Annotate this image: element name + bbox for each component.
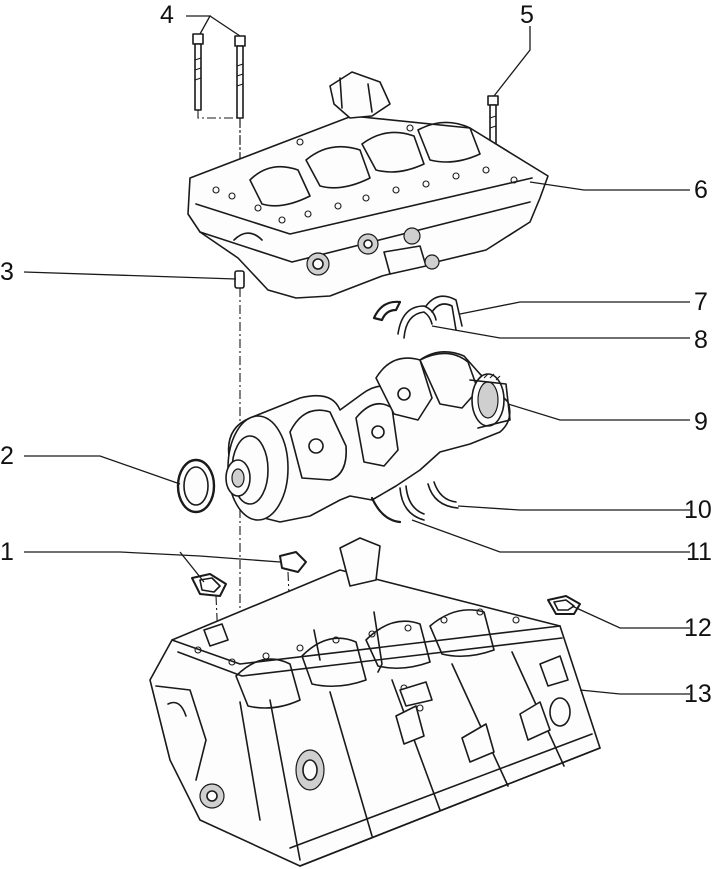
callout-3: 3 [0, 258, 14, 286]
crankshaft [225, 351, 511, 523]
callout-4: 4 [160, 1, 174, 29]
gasket-left [191, 573, 227, 597]
callout-9: 9 [694, 408, 708, 436]
callout-7: 7 [694, 288, 708, 316]
single-bolt [487, 95, 499, 146]
leader-lines [23, 15, 690, 695]
callout-5: 5 [520, 1, 534, 29]
callout-13: 13 [684, 680, 712, 708]
dowel-pin [234, 270, 245, 289]
callout-10: 10 [684, 496, 712, 524]
bolt-pair [192, 33, 246, 119]
gasket-middle [279, 551, 307, 573]
callout-8: 8 [694, 326, 708, 354]
upper-crankcase-part [187, 71, 549, 299]
gasket-right [547, 595, 581, 615]
oil-seal [176, 458, 216, 514]
callout-12: 12 [684, 614, 712, 642]
callout-6: 6 [694, 176, 708, 204]
lower-bearing-shells [370, 481, 459, 524]
callout-11: 11 [686, 538, 712, 566]
callout-1: 1 [0, 538, 14, 566]
cylinder-block [149, 537, 601, 867]
callout-2: 2 [0, 442, 14, 470]
upper-bearing-shells [372, 295, 463, 339]
